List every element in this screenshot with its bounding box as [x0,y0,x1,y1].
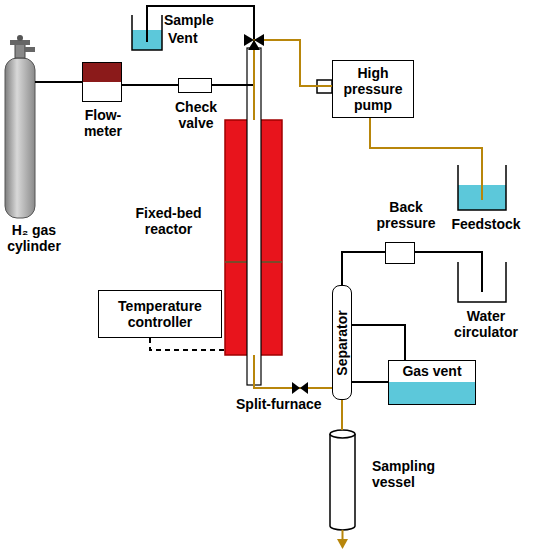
node-label: Water circulator [438,308,534,340]
sampling-vessel-node: Sampling vessel [330,430,355,530]
pipe-connector [254,40,332,120]
pipe-connector [150,338,225,350]
pipe-connector [415,252,482,262]
node-label: Feedstock [440,216,532,232]
sample-beaker-node: Sample [132,15,162,50]
node-label: Sampling vessel [372,458,454,490]
node-label: High pressure pump [337,65,409,113]
water-circulator-node: Water circulator [458,262,506,302]
gas-vent-box: Gas vent [388,360,476,405]
pipe-connector [341,400,343,430]
controller-box: Temperature controller [98,290,222,338]
flowmeter-box: Flow- meter [82,62,122,102]
pipe-connector [352,381,388,383]
outlet-valve [292,382,308,394]
three-way-valve [244,34,264,50]
feedstock-beaker-node: Feedstock [458,165,506,210]
sampling-vessel-symbol [330,430,355,549]
check-valve-box: Check valve [178,78,212,93]
node-label: H₂ gas cylinder [0,222,68,254]
node-label: Back pressure [364,199,448,231]
pipe-connector [342,252,385,285]
pipe-connector [122,84,178,86]
reactor-node: Fixed-bed reactor [225,120,282,355]
sample-beaker [132,15,162,50]
separator-vessel: Separator [332,285,352,400]
node-label: Flow- meter [74,107,132,139]
pump-box: High pressure pump [332,60,414,118]
gas-cylinder-symbol [5,35,35,218]
node-label: Separator [334,310,350,375]
water-circulator-beaker [458,262,506,302]
node-label: Temperature controller [103,298,217,330]
pipe-connector [352,325,405,360]
back-pressure-box: Back pressure [385,242,415,264]
node-label: Check valve [166,99,226,131]
feedstock-beaker [458,165,506,210]
vent-label: Vent [168,30,198,46]
gas-cylinder-node: H₂ gas cylinder [5,45,35,220]
node-label: Sample [164,12,234,28]
node-label: Gas vent [402,363,461,379]
pipe-connector [212,85,254,120]
pipe-connector [370,118,482,165]
pipe-connector [35,81,82,83]
node-label: Fixed-bed reactor [116,205,221,237]
furnace-label: Split-furnace [236,396,322,412]
